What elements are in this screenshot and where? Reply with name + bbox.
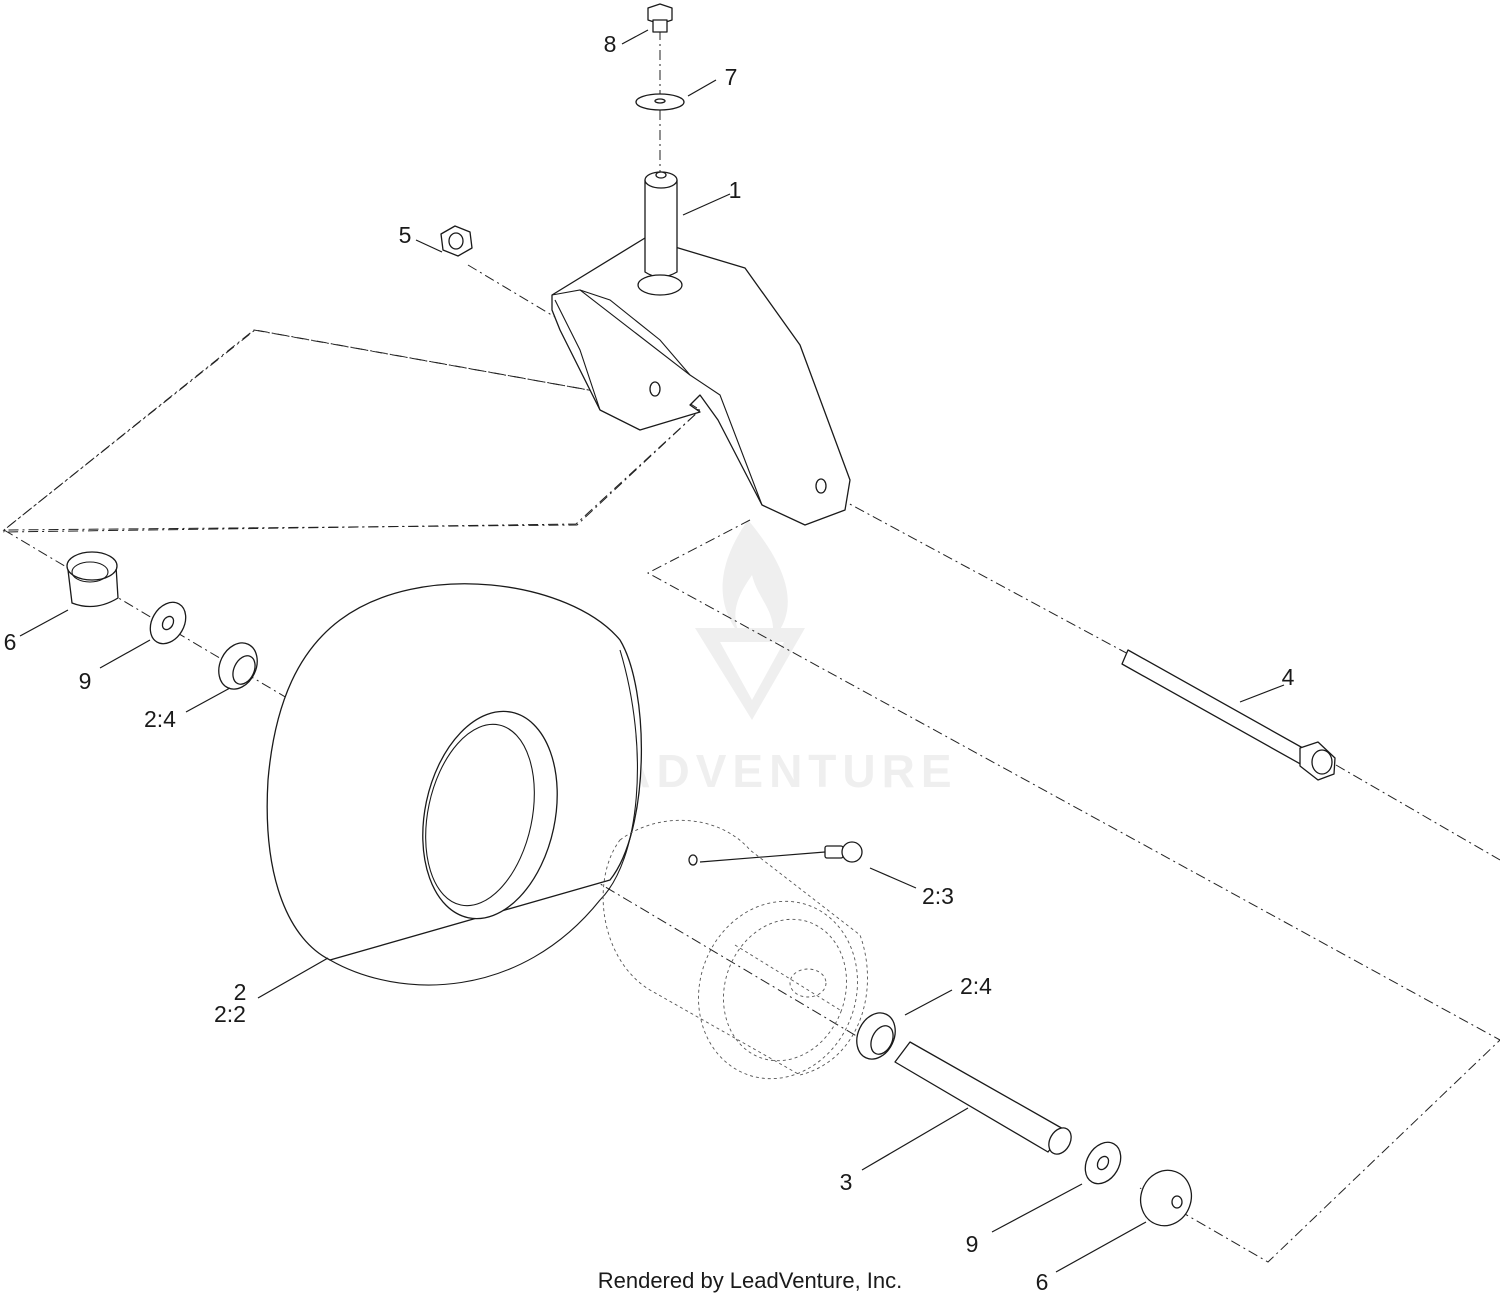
callout-2: 2 — [234, 979, 247, 1005]
washer-part-9-left — [149, 601, 187, 645]
callout-2-4-right: 2:4 — [960, 973, 992, 999]
callout-3: 3 — [840, 1169, 853, 1195]
callout-6-right: 6 — [1036, 1269, 1049, 1295]
callout-5: 5 — [399, 222, 412, 248]
valve-stem-part-2-3 — [699, 841, 863, 863]
washer-part-9-right — [1084, 1141, 1122, 1185]
washer-part-7 — [635, 93, 685, 111]
tire-part-2 — [266, 583, 643, 986]
callout-2-2: 2:2 — [214, 1001, 246, 1027]
spacer-part-6-left — [66, 551, 119, 608]
assembly-lines — [2, 30, 1500, 1263]
callout-2-3: 2:3 — [922, 883, 954, 909]
axle-tube-part-3 — [894, 1041, 1072, 1155]
callout-labels: 8 7 1 5 4 6 9 2:4 2:3 2 2:2 2:4 3 9 6 — [4, 31, 1295, 1295]
bolt-part-8 — [647, 3, 673, 33]
nut-part-5 — [440, 225, 473, 257]
callout-7: 7 — [725, 64, 738, 90]
callout-8: 8 — [604, 31, 617, 57]
bearing-part-2-4-right — [856, 1012, 896, 1060]
rim-part-2-1 — [602, 819, 868, 1080]
callout-6-left: 6 — [4, 629, 17, 655]
callout-9-left: 9 — [79, 668, 92, 694]
callout-2-4-left: 2:4 — [144, 706, 176, 732]
bearing-part-2-4-left — [218, 642, 258, 690]
callout-1: 1 — [729, 177, 742, 203]
callout-9-right: 9 — [966, 1231, 979, 1257]
axle-bolt-part-4 — [1121, 649, 1336, 781]
spacer-part-6-right — [1139, 1169, 1193, 1227]
callout-4: 4 — [1282, 664, 1295, 690]
leader-lines — [19, 29, 1285, 1273]
footer-credit: Rendered by LeadVenture, Inc. — [598, 1268, 903, 1293]
leadventure-flame-logo-icon — [695, 520, 805, 720]
caster-fork-part-1 — [551, 171, 851, 526]
